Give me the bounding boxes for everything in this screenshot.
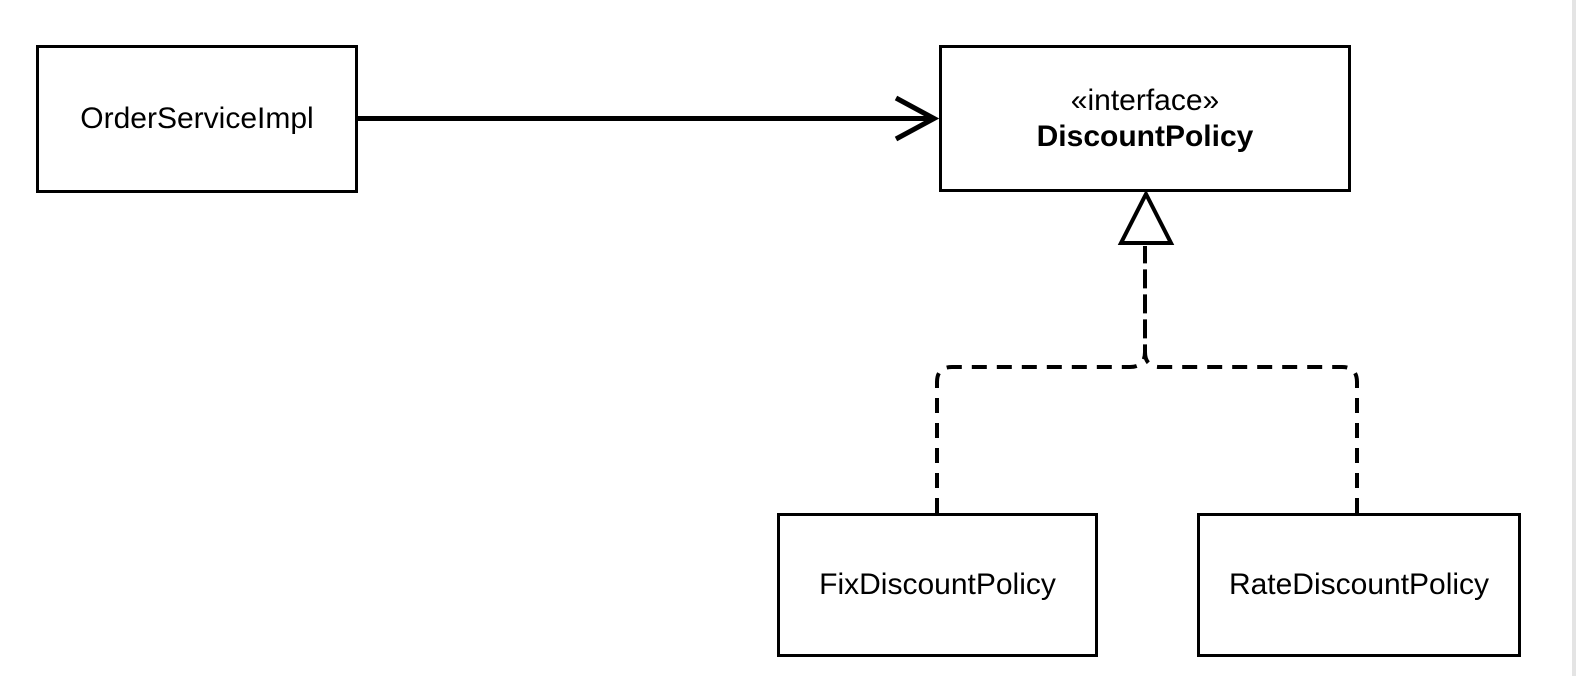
node-order-service-impl: OrderServiceImpl: [36, 45, 358, 193]
node-fix-discount-policy-label: FixDiscountPolicy: [819, 568, 1056, 601]
node-rate-discount-policy: RateDiscountPolicy: [1197, 513, 1521, 657]
realization-edge-fix: [935, 246, 1147, 513]
node-order-service-impl-label: OrderServiceImpl: [80, 102, 314, 135]
realization-edge-rate: [1143, 246, 1359, 513]
node-rate-discount-policy-label: RateDiscountPolicy: [1228, 568, 1490, 601]
interface-stereotype-label: «interface»: [1070, 83, 1220, 117]
canvas-right-edge-divider: [1572, 0, 1576, 676]
realization-hollow-triangle-icon: [1117, 189, 1175, 245]
dependency-open-arrowhead-icon: [894, 95, 940, 142]
node-discount-policy-interface: «interface» DiscountPolicy: [939, 45, 1351, 192]
node-fix-discount-policy: FixDiscountPolicy: [777, 513, 1098, 657]
node-discount-policy-label: DiscountPolicy: [1036, 119, 1254, 153]
